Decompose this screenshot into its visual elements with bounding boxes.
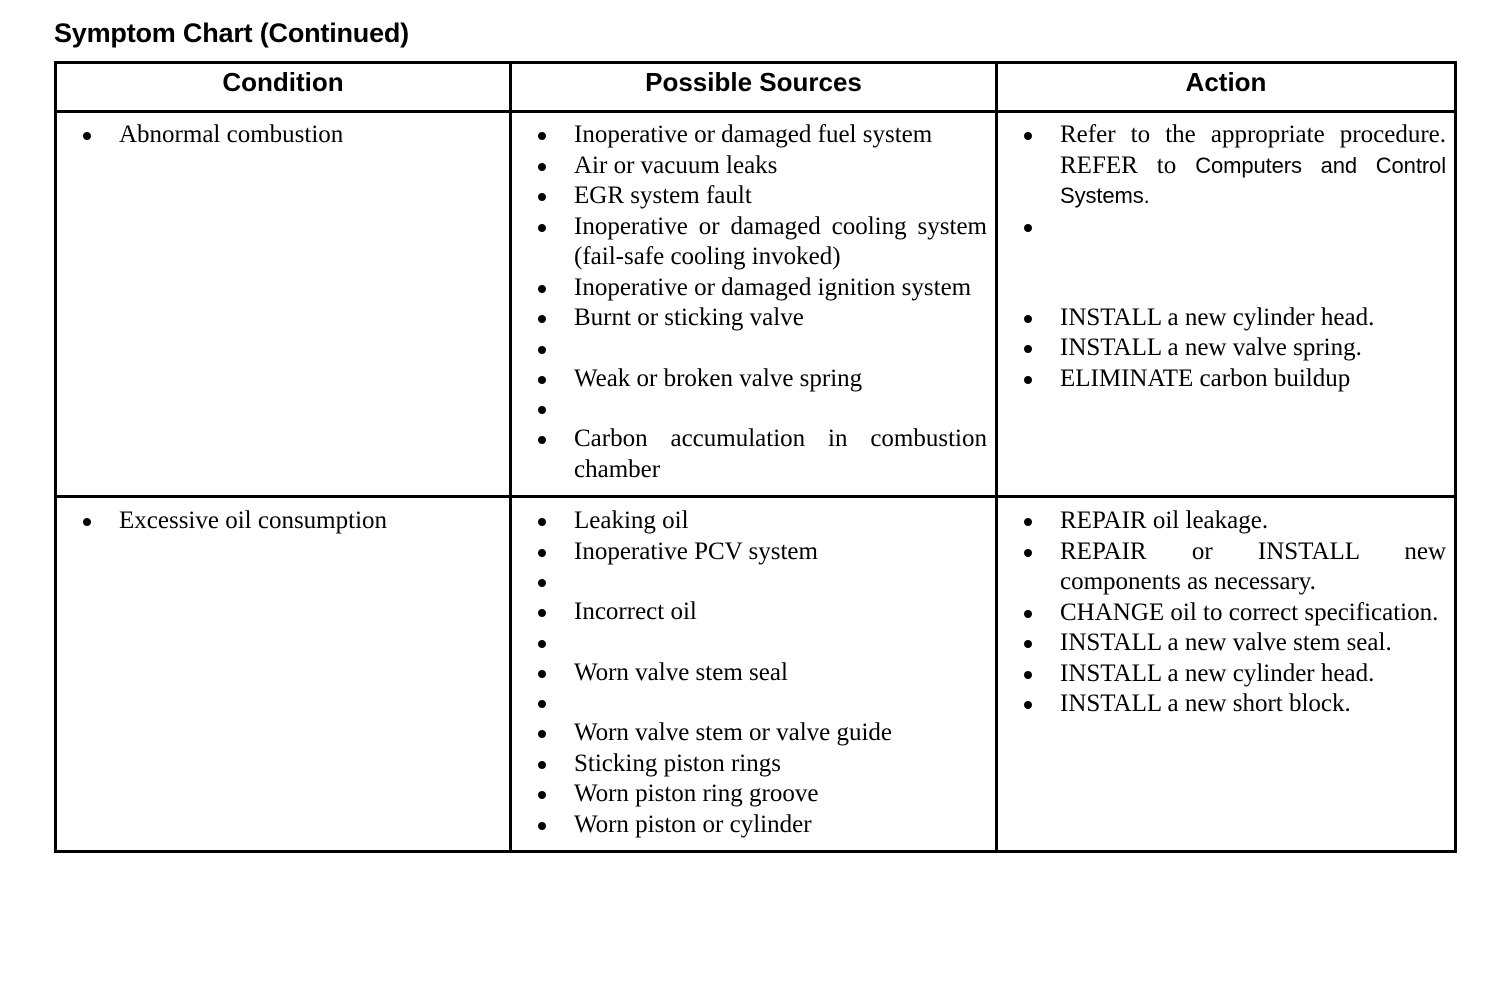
cell-action: Refer to the appropriate procedure. REFE… <box>995 110 1457 498</box>
list-item: Sticking piston rings <box>520 749 987 780</box>
list-item: Worn piston ring groove <box>520 779 987 810</box>
cell-possible-sources: Leaking oil Inoperative PCV system Incor… <box>509 495 998 853</box>
list-item: EGR system fault <box>520 181 987 212</box>
column-header-possible-sources: Possible Sources <box>509 61 998 113</box>
list-spacer <box>520 628 987 658</box>
action-text: Refer to the appropriate procedure. REFE… <box>1060 121 1446 179</box>
condition-list: Excessive oil consumption <box>65 506 501 537</box>
list-item: Excessive oil consumption <box>65 506 501 537</box>
cell-condition: Abnormal combustion <box>54 110 512 498</box>
sources-list: Inoperative or damaged fuel system Air o… <box>520 120 987 485</box>
list-item: INSTALL a new short block. <box>1006 689 1446 720</box>
condition-list: Abnormal combustion <box>65 120 501 151</box>
symptom-chart-table: Condition Possible Sources Action Abnorm… <box>54 61 1457 853</box>
list-item: Worn piston or cylinder <box>520 810 987 841</box>
list-item: INSTALL a new cylinder head. <box>1006 659 1446 690</box>
list-item: REPAIR or INSTALL new components as nece… <box>1006 537 1446 598</box>
cell-action: REPAIR oil leakage. REPAIR or INSTALL ne… <box>995 495 1457 853</box>
list-item: Incorrect oil <box>520 597 987 628</box>
list-item: Refer to the appropriate procedure. REFE… <box>1006 120 1446 212</box>
column-header-condition: Condition <box>54 61 512 113</box>
list-item: Inoperative or damaged ignition system <box>520 273 987 304</box>
list-item: INSTALL a new cylinder head. <box>1006 303 1446 334</box>
cell-condition: Excessive oil consumption <box>54 495 512 853</box>
list-item: INSTALL a new valve spring. <box>1006 333 1446 364</box>
list-item: Inoperative or damaged fuel system <box>520 120 987 151</box>
list-item: CHANGE oil to correct specification. <box>1006 598 1446 629</box>
list-spacer <box>520 334 987 364</box>
table-row: Abnormal combustion Inoperative or damag… <box>54 110 1457 498</box>
list-spacer <box>520 688 987 718</box>
list-item: INSTALL a new valve stem seal. <box>1006 628 1446 659</box>
action-list: REPAIR oil leakage. REPAIR or INSTALL ne… <box>1006 506 1446 720</box>
list-item: Abnormal combustion <box>65 120 501 151</box>
sources-list: Leaking oil Inoperative PCV system Incor… <box>520 506 987 840</box>
list-item: Burnt or sticking valve <box>520 303 987 334</box>
list-spacer <box>520 567 987 597</box>
list-item: Weak or broken valve spring <box>520 364 987 395</box>
page-title: Symptom Chart (Continued) <box>54 18 409 48</box>
action-reference-link: Computers and Control Systems. <box>1060 152 1446 209</box>
list-item: Inoperative PCV system <box>520 537 987 568</box>
cell-possible-sources: Inoperative or damaged fuel system Air o… <box>509 110 998 498</box>
list-item: ELIMINATE carbon buildup <box>1006 364 1446 395</box>
list-item: Leaking oil <box>520 506 987 537</box>
list-spacer <box>1006 212 1446 303</box>
list-item: REPAIR oil leakage. <box>1006 506 1446 537</box>
action-list: Refer to the appropriate procedure. REFE… <box>1006 120 1446 394</box>
list-spacer <box>520 394 987 424</box>
list-item: Carbon accumulation in combustion chambe… <box>520 424 987 485</box>
column-header-action: Action <box>995 61 1457 113</box>
table-header-row: Condition Possible Sources Action <box>54 61 1457 113</box>
list-item: Worn valve stem seal <box>520 658 987 689</box>
list-item: Worn valve stem or valve guide <box>520 718 987 749</box>
list-item: Air or vacuum leaks <box>520 151 987 182</box>
table-row: Excessive oil consumption Leaking oil In… <box>54 495 1457 853</box>
list-item: Inoperative or damaged cooling system (f… <box>520 212 987 273</box>
